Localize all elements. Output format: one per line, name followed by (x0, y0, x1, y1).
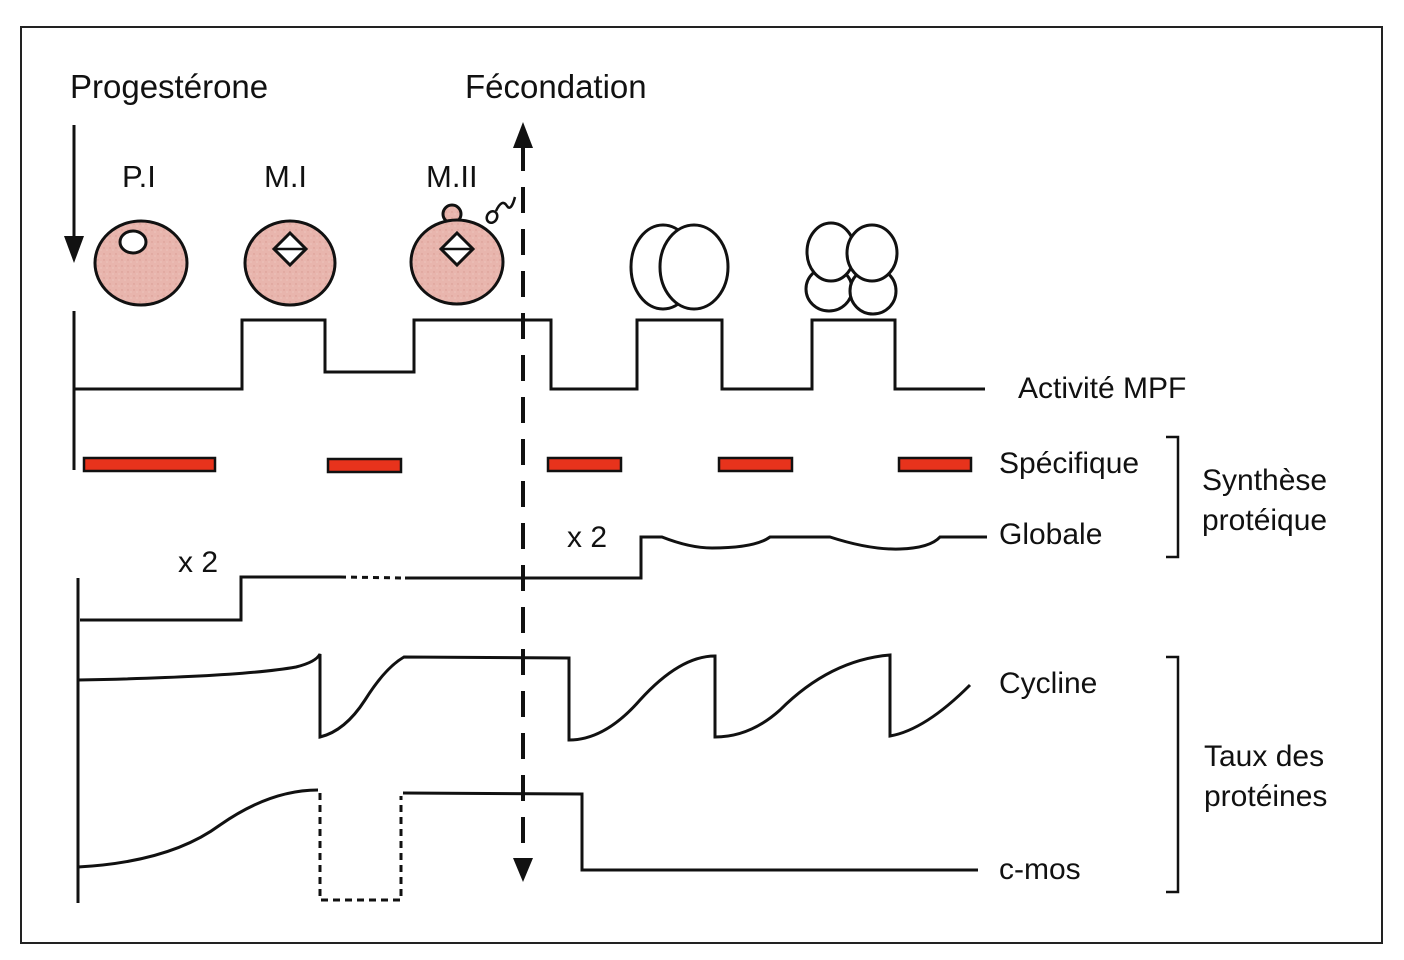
cmos-trace (77, 788, 319, 869)
cyclin-trace (77, 653, 972, 742)
fold-increase-2: x 2 (567, 521, 607, 554)
synthesis-bracket (1166, 435, 1180, 559)
specific-synthesis-label: Spécifique (999, 447, 1139, 480)
protein-levels-bracket (1166, 655, 1180, 894)
cyclin-label: Cycline (999, 667, 1097, 700)
specific-bar (897, 456, 973, 473)
fertilization-label: Fécondation (465, 68, 647, 105)
mpf-activity-label: Activité MPF (1018, 372, 1186, 405)
stage-label-mII: M.II (426, 159, 478, 194)
synthesis-group-label-2: protéique (1202, 504, 1327, 537)
stage-label-mI: M.I (264, 159, 307, 194)
specific-bar (326, 457, 403, 474)
specific-synthesis-bars (82, 456, 973, 474)
protein-levels-label-2: protéines (1204, 780, 1327, 813)
specific-bar (82, 456, 217, 473)
cmos-trace-2 (402, 791, 978, 872)
sperm-icon (485, 196, 517, 225)
progesterone-label: Progestérone (70, 68, 268, 105)
global-synthesis-trace (80, 575, 340, 622)
fertilization-double-arrow-icon (513, 122, 533, 882)
two-cell-embryo-icon (629, 223, 730, 311)
protein-levels-label-1: Taux des (1204, 740, 1324, 773)
figure-frame (20, 26, 1383, 944)
specific-bar (717, 456, 794, 473)
specific-bar (546, 456, 623, 473)
stage-label-pI: P.I (122, 159, 156, 194)
fold-increase-1: x 2 (178, 546, 218, 579)
oocyte-metaphase-I-icon (243, 219, 337, 307)
arrow-down-icon (64, 125, 84, 263)
synthesis-group-label-1: Synthèse (1202, 464, 1327, 497)
cmos-degraded-dashed (318, 793, 403, 902)
oocyte-metaphase-II-icon (409, 203, 505, 306)
four-cell-embryo-icon (804, 221, 899, 316)
mpf-activity-trace (74, 318, 985, 391)
global-synthesis-trace-2 (405, 535, 987, 580)
oocyte-prophase-I-icon (93, 219, 189, 307)
global-synthesis-label: Globale (999, 518, 1102, 551)
cmos-label: c-mos (999, 853, 1081, 886)
global-synthesis-dotted (339, 575, 406, 580)
